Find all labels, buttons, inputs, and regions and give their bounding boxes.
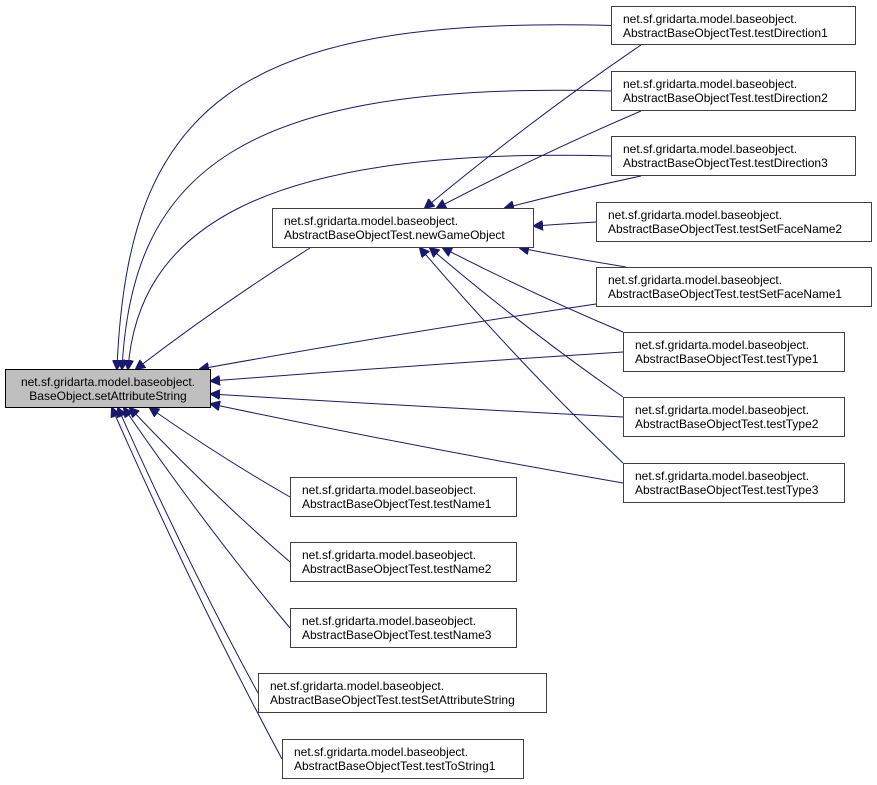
edge-testName3-to-setAttributeString [124, 408, 291, 629]
node-line2: AbstractBaseObjectTest.testSetFaceName1 [608, 287, 843, 301]
node-line2: AbstractBaseObjectTest.testDirection3 [623, 156, 828, 170]
edge-testSetFaceName2-to-newGameObject [534, 222, 597, 226]
edge-testSetFaceName1-to-newGameObject [520, 248, 627, 268]
node-line2: AbstractBaseObjectTest.testName1 [302, 497, 492, 511]
node-testname1[interactable]: net.sf.gridarta.model.baseobject. Abstra… [290, 477, 517, 517]
node-line1: net.sf.gridarta.model.baseobject. [302, 548, 477, 562]
node-line1: net.sf.gridarta.model.baseobject. [294, 745, 469, 759]
edge-testToString1-to-setAttributeString [112, 408, 283, 760]
node-line1: net.sf.gridarta.model.baseobject. [623, 142, 798, 156]
node-testtype1[interactable]: net.sf.gridarta.model.baseobject. Abstra… [623, 332, 845, 372]
node-line1: net.sf.gridarta.model.baseobject. [623, 11, 798, 26]
edge-testDirection1-to-setAttributeString [117, 24, 612, 369]
node-line1: net.sf.gridarta.model.baseobject. [270, 679, 445, 693]
edge-testDirection2-to-newGameObject [437, 110, 642, 208]
node-line1: net.sf.gridarta.model.baseobject. [623, 77, 798, 91]
edge-testSetFaceName1-to-setAttributeString [200, 303, 597, 369]
node-line1: net.sf.gridarta.model.baseobject. [608, 208, 783, 222]
node-line1: net.sf.gridarta.model.baseobject. [635, 469, 810, 483]
node-line2: BaseObject.setAttributeString [29, 388, 187, 403]
node-testname2[interactable]: net.sf.gridarta.model.baseobject. Abstra… [290, 542, 517, 582]
node-line1: net.sf.gridarta.model.baseobject. [284, 214, 459, 228]
edge-testType3-to-setAttributeString [211, 404, 624, 484]
node-line1: net.sf.gridarta.model.baseobject. [302, 614, 477, 628]
node-line1: net.sf.gridarta.model.baseobject. [302, 483, 477, 497]
edge-testName2-to-setAttributeString [130, 408, 291, 563]
edge-newGameObject-to-setAttributeString [136, 247, 311, 369]
node-line2: AbstractBaseObjectTest.testType3 [635, 483, 819, 497]
node-line2: AbstractBaseObjectTest.testSetFaceName2 [608, 222, 843, 236]
edge-testType1-to-setAttributeString [211, 351, 624, 381]
node-newgameobject[interactable]: net.sf.gridarta.model.baseobject. Abstra… [272, 208, 534, 248]
node-line2: AbstractBaseObjectTest.testType2 [635, 417, 819, 431]
edge-testType2-to-newGameObject [430, 248, 624, 398]
node-testdirection3[interactable]: net.sf.gridarta.model.baseobject. Abstra… [611, 136, 856, 176]
node-line2: AbstractBaseObjectTest.testName3 [302, 628, 492, 642]
node-line2: AbstractBaseObjectTest.testSetAttributeS… [270, 693, 515, 707]
node-line2: AbstractBaseObjectTest.testDirection1 [623, 25, 828, 40]
node-testdirection2[interactable]: net.sf.gridarta.model.baseobject. Abstra… [611, 71, 856, 111]
edges-layer [112, 24, 642, 760]
node-setattributestring[interactable]: net.sf.gridarta.model.baseobject. BaseOb… [5, 369, 211, 408]
node-testname3[interactable]: net.sf.gridarta.model.baseobject. Abstra… [290, 608, 517, 648]
node-line2: AbstractBaseObjectTest.newGameObject [284, 228, 505, 242]
edge-testName1-to-setAttributeString [150, 408, 291, 498]
node-line1: net.sf.gridarta.model.baseobject. [635, 403, 810, 417]
edge-testSetAttributeString-to-setAttributeString [118, 408, 259, 694]
edge-testDirection2-to-setAttributeString [122, 89, 612, 369]
node-line1: net.sf.gridarta.model.baseobject. [608, 273, 783, 287]
node-testtype2[interactable]: net.sf.gridarta.model.baseobject. Abstra… [623, 397, 845, 437]
edge-testDirection1-to-newGameObject [425, 44, 642, 208]
node-testtype3[interactable]: net.sf.gridarta.model.baseobject. Abstra… [623, 463, 845, 503]
node-line2: AbstractBaseObjectTest.testType1 [635, 352, 819, 366]
edge-testType1-to-newGameObject [443, 248, 624, 333]
node-line1: net.sf.gridarta.model.baseobject. [635, 338, 810, 352]
node-line2: AbstractBaseObjectTest.testToString1 [294, 759, 496, 773]
node-line1: net.sf.gridarta.model.baseobject. [20, 374, 196, 389]
node-line2: AbstractBaseObjectTest.testName2 [302, 562, 492, 576]
edge-testDirection3-to-newGameObject [505, 175, 642, 208]
node-testdirection1[interactable]: net.sf.gridarta.model.baseobject. Abstra… [611, 6, 856, 45]
node-testsetfacename1[interactable]: net.sf.gridarta.model.baseobject. Abstra… [596, 267, 872, 307]
edge-testType2-to-setAttributeString [211, 394, 624, 418]
edge-testDirection3-to-setAttributeString [128, 154, 612, 369]
node-testtostring1[interactable]: net.sf.gridarta.model.baseobject. Abstra… [282, 739, 524, 779]
node-testsetfacename2[interactable]: net.sf.gridarta.model.baseobject. Abstra… [596, 202, 872, 242]
edge-testType3-to-newGameObject [420, 248, 624, 464]
node-line2: AbstractBaseObjectTest.testDirection2 [623, 91, 828, 105]
node-testsetattributestring[interactable]: net.sf.gridarta.model.baseobject. Abstra… [258, 673, 547, 713]
